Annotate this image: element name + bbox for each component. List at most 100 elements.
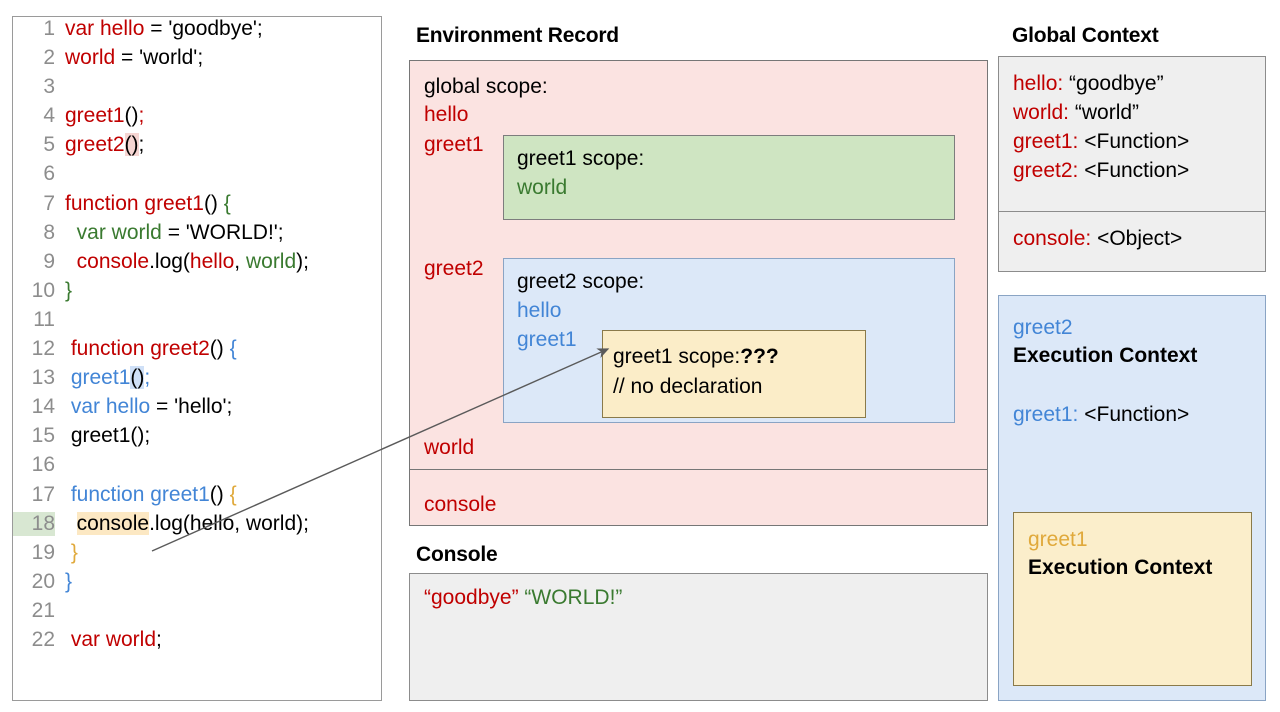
code-line-text: console.log(hello, world); bbox=[55, 250, 309, 274]
code-line[interactable]: 15 greet1(); bbox=[13, 424, 381, 453]
code-token: = 'WORLD!'; bbox=[161, 220, 284, 244]
code-line-text: console.log(hello, world); bbox=[55, 511, 309, 536]
code-line-text: var hello = 'goodbye'; bbox=[55, 17, 263, 41]
code-line[interactable]: 3 bbox=[13, 75, 381, 104]
code-token: ; bbox=[138, 104, 145, 128]
code-line[interactable]: 9 console.log(hello, world); bbox=[13, 250, 381, 279]
global-scope-label: global scope: bbox=[424, 75, 548, 98]
global-context-divider bbox=[999, 211, 1265, 212]
code-line-text: } bbox=[55, 279, 72, 303]
code-line[interactable]: 16 bbox=[13, 453, 381, 482]
gc-val-hello: “goodbye” bbox=[1069, 72, 1164, 95]
global-binding-console: console bbox=[424, 493, 497, 516]
code-token: = 'hello'; bbox=[150, 395, 233, 419]
global-binding-greet2: greet2 bbox=[424, 257, 484, 280]
code-line-number: 7 bbox=[43, 191, 55, 215]
code-token: var hello bbox=[65, 395, 151, 419]
code-line[interactable]: 20} bbox=[13, 570, 381, 599]
greet2-execution-context-box: greet2 Execution Context greet1: <Functi… bbox=[998, 295, 1266, 701]
greet1-inner-scope-value: ??? bbox=[740, 345, 779, 368]
code-token: } bbox=[65, 540, 78, 564]
environment-record-divider bbox=[409, 469, 988, 470]
greet1-scope-box: greet1 scope: world bbox=[503, 135, 955, 220]
code-line-number: 6 bbox=[43, 162, 55, 186]
code-line[interactable]: 12 function greet2() { bbox=[13, 337, 381, 366]
code-line-number: 9 bbox=[43, 249, 55, 273]
code-token: .log(hello, world); bbox=[149, 511, 309, 535]
code-token: () bbox=[203, 191, 224, 215]
gc-row-hello: hello: “goodbye” bbox=[1013, 70, 1164, 98]
code-token: () bbox=[209, 337, 230, 361]
code-token: console bbox=[76, 511, 150, 535]
code-line-number: 16 bbox=[31, 453, 55, 477]
global-binding-world: world bbox=[424, 436, 475, 459]
code-token: .log( bbox=[149, 249, 190, 273]
ec-val-greet1: <Function> bbox=[1084, 403, 1190, 426]
code-token: ; bbox=[144, 366, 151, 390]
environment-record-title: Environment Record bbox=[416, 24, 619, 47]
code-line-number: 15 bbox=[31, 424, 55, 448]
code-line-text: greet1(); bbox=[55, 366, 150, 390]
console-output-box[interactable]: “goodbye” “WORLD!” bbox=[409, 573, 988, 701]
code-line[interactable]: 17 function greet1() { bbox=[13, 483, 381, 512]
greet2-scope-box: greet2 scope: hello greet1 greet1 scope:… bbox=[503, 258, 955, 423]
code-line[interactable]: 8 var world = 'WORLD!'; bbox=[13, 221, 381, 250]
code-line-text: world = 'world'; bbox=[55, 46, 203, 70]
greet1-scope-binding-world: world bbox=[517, 176, 568, 199]
code-token: function greet1 bbox=[65, 482, 210, 506]
gc-key-greet1: greet1: bbox=[1013, 130, 1079, 153]
code-line[interactable]: 14 var hello = 'hello'; bbox=[13, 395, 381, 424]
ec-greet2-row-greet1: greet1: <Function> bbox=[1013, 401, 1189, 429]
code-line[interactable]: 6 bbox=[13, 162, 381, 191]
ec-greet2-name: greet2 bbox=[1013, 316, 1073, 339]
greet2-scope-binding-hello: hello bbox=[517, 299, 562, 322]
console-output-0: “goodbye” bbox=[424, 586, 519, 609]
code-line-number: 3 bbox=[43, 75, 55, 99]
greet2-scope-label: greet2 scope: bbox=[517, 270, 645, 293]
ec-greet1-name: greet1 bbox=[1028, 528, 1088, 551]
code-line-number: 5 bbox=[43, 133, 55, 157]
code-line-text: function greet2() { bbox=[55, 337, 237, 361]
global-binding-greet1: greet1 bbox=[424, 133, 484, 156]
code-token: function greet1 bbox=[65, 191, 204, 215]
code-line-number: 18 bbox=[13, 511, 55, 536]
code-token: greet1 bbox=[65, 366, 131, 390]
code-token: , bbox=[234, 249, 246, 273]
code-line[interactable]: 19 } bbox=[13, 541, 381, 570]
gc-row-greet2: greet2: <Function> bbox=[1013, 157, 1189, 185]
code-token: () bbox=[124, 133, 139, 157]
code-token: ); bbox=[296, 249, 309, 273]
global-context-title: Global Context bbox=[1012, 24, 1159, 47]
code-token: world bbox=[65, 46, 116, 70]
code-line-number: 19 bbox=[31, 540, 55, 564]
gc-key-console: console: bbox=[1013, 227, 1092, 250]
code-line[interactable]: 10} bbox=[13, 279, 381, 308]
ec-key-greet1: greet1: bbox=[1013, 403, 1079, 426]
code-token: } bbox=[65, 278, 73, 302]
gc-key-hello: hello: bbox=[1013, 72, 1064, 95]
code-line[interactable]: 21 bbox=[13, 599, 381, 628]
greet1-inner-scope-label: greet1 scope: bbox=[613, 345, 741, 368]
code-token: greet1(); bbox=[65, 424, 151, 448]
code-line[interactable]: 11 bbox=[13, 308, 381, 337]
code-token: var world bbox=[65, 220, 162, 244]
code-token: var world bbox=[65, 627, 157, 651]
code-line-text: greet2(); bbox=[55, 133, 144, 157]
code-line-number: 13 bbox=[31, 366, 55, 390]
code-line[interactable]: 13 greet1(); bbox=[13, 366, 381, 395]
code-line-number: 11 bbox=[33, 307, 55, 331]
code-line[interactable]: 22 var world; bbox=[13, 628, 381, 657]
console-title: Console bbox=[416, 543, 498, 566]
code-line-number: 2 bbox=[43, 46, 55, 70]
code-line-number: 12 bbox=[31, 337, 55, 361]
code-line[interactable]: 18 console.log(hello, world); bbox=[13, 511, 381, 541]
code-token: console bbox=[65, 249, 150, 273]
code-line-number: 17 bbox=[31, 482, 55, 506]
gc-row-console: console: <Object> bbox=[1013, 225, 1182, 253]
